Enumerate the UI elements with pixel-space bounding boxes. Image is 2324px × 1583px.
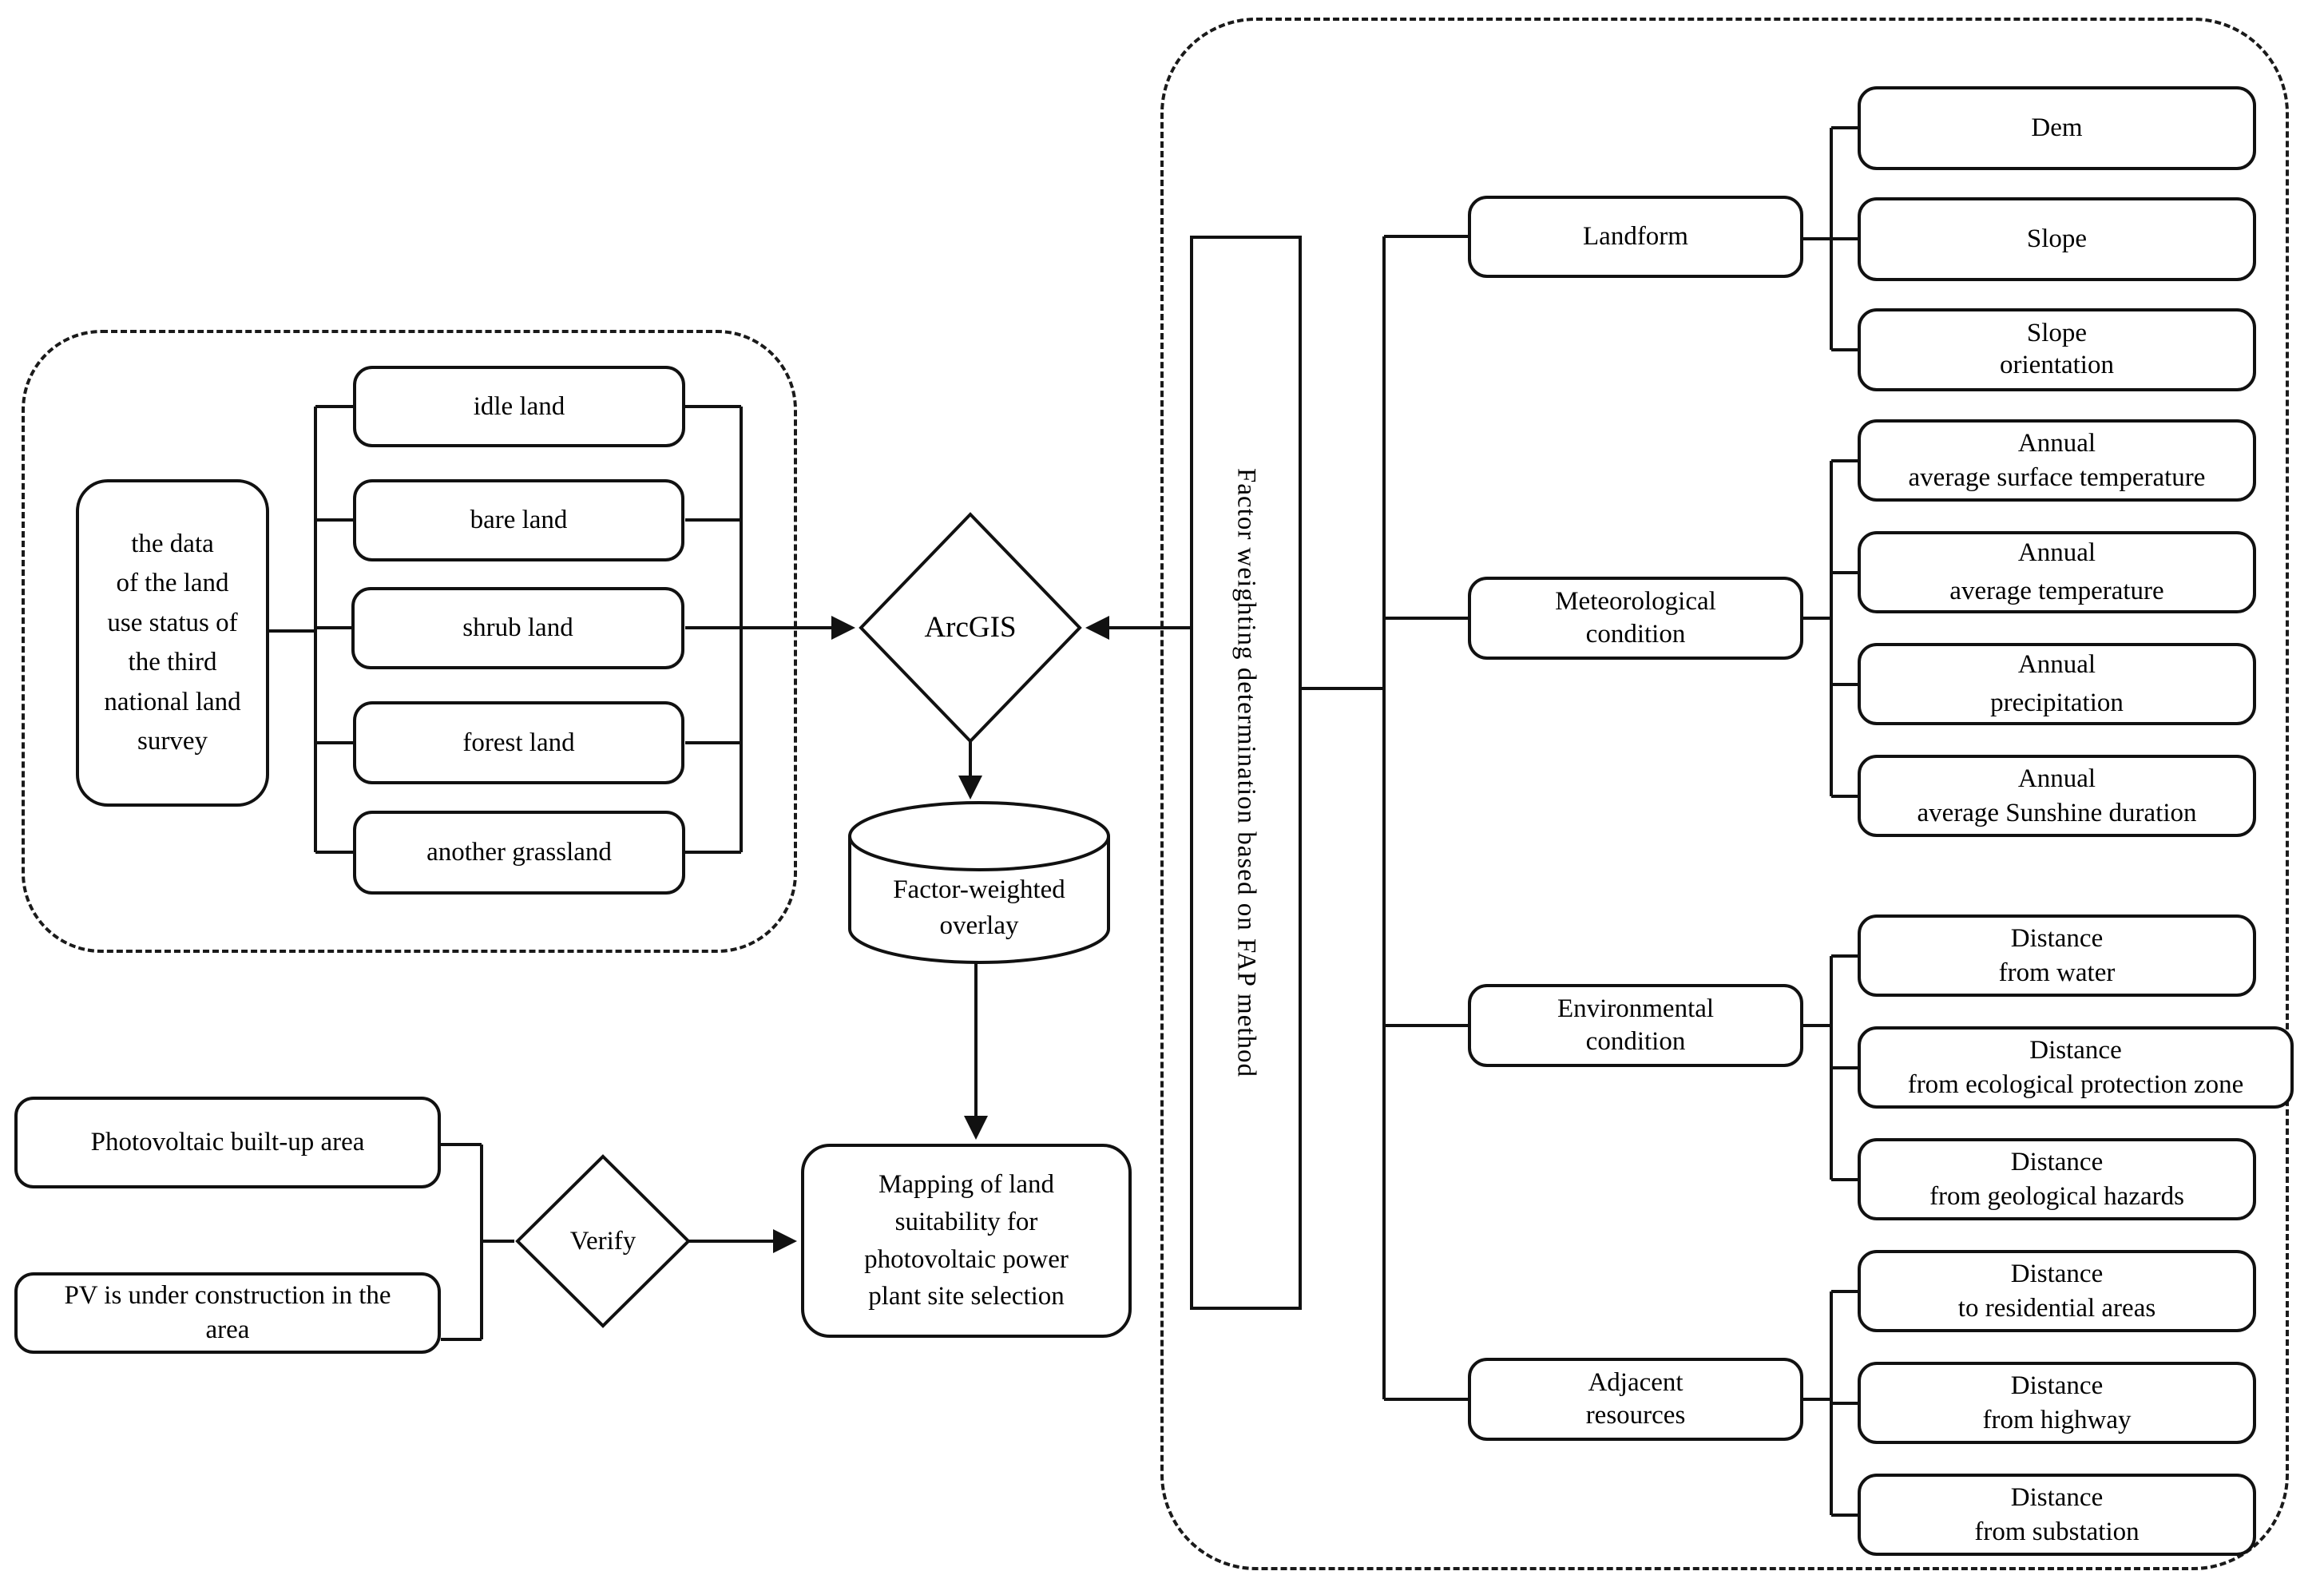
node-environmental-condition: Environmental condition bbox=[1468, 984, 1803, 1067]
node-annual-precipitation: Annual precipitation bbox=[1858, 643, 2256, 725]
overlay-cylinder bbox=[847, 801, 1111, 964]
verify-diamond bbox=[515, 1154, 691, 1328]
node-another-grassland: another grassland bbox=[353, 811, 685, 895]
node-distance-from-highway: Distance from highway bbox=[1858, 1362, 2256, 1444]
node-idle-land: idle land bbox=[353, 366, 685, 447]
node-pv-under-construction: PV is under construction in the area bbox=[14, 1272, 441, 1354]
node-distance-from-substation: Distance from substation bbox=[1858, 1474, 2256, 1556]
node-distance-to-residential-areas: Distance to residential areas bbox=[1858, 1250, 2256, 1332]
node-dem: Dem bbox=[1858, 86, 2256, 170]
node-annual-average-surface-temperature: Annual average surface temperature bbox=[1858, 419, 2256, 502]
node-slope-orientation: Slope orientation bbox=[1858, 308, 2256, 391]
node-fap-method: Factor weighting determination based on … bbox=[1190, 236, 1302, 1310]
arcgis-label: ArcGIS bbox=[924, 611, 1017, 645]
node-land-survey-source: the data of the land use status of the t… bbox=[76, 479, 269, 807]
node-annual-average-temperature: Annual average temperature bbox=[1858, 531, 2256, 613]
node-distance-from-water: Distance from water bbox=[1858, 914, 2256, 997]
node-adjacent-resources: Adjacent resources bbox=[1468, 1358, 1803, 1441]
node-pv-built-up: Photovoltaic built-up area bbox=[14, 1097, 441, 1188]
node-distance-from-geological-hazards: Distance from geological hazards bbox=[1858, 1138, 2256, 1220]
node-mapping: Mapping of land suitability for photovol… bbox=[801, 1144, 1132, 1338]
overlay-label: Factor-weighted overlay bbox=[893, 875, 1065, 940]
node-annual-average-sunshine-duration: Annual average Sunshine duration bbox=[1858, 755, 2256, 837]
node-landform: Landform bbox=[1468, 196, 1803, 278]
node-forest-land: forest land bbox=[353, 701, 684, 784]
node-meteorological-condition: Meteorological condition bbox=[1468, 577, 1803, 660]
node-distance-from-ecological-protection-zone: Distance from ecological protection zone bbox=[1858, 1026, 2294, 1109]
node-bare-land: bare land bbox=[353, 479, 684, 561]
verify-label: Verify bbox=[569, 1226, 637, 1256]
node-shrub-land: shrub land bbox=[351, 587, 684, 669]
arcgis-diamond bbox=[859, 512, 1082, 744]
node-slope: Slope bbox=[1858, 197, 2256, 281]
